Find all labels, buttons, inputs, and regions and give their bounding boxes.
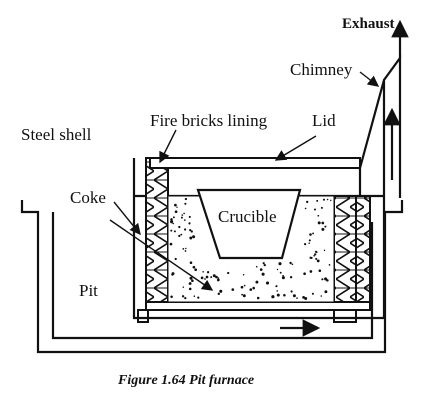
label-chimney: Chimney [290,60,353,79]
label-exhaust: Exhaust [342,16,395,32]
leader-fire-bricks [159,129,177,164]
fire-bricks-right [333,195,357,303]
base-support-right [333,309,357,323]
ground-outline [20,200,404,354]
pit-inner-outline [51,212,374,340]
coke-dots [169,197,332,300]
label-fire-bricks-lining: Fire bricks lining [150,111,268,130]
figure-caption: Figure 1.64 Pit furnace [117,373,254,388]
label-steel-shell: Steel shell [21,125,92,144]
fire-bricks-right-outer [355,195,371,303]
leader-lid [274,135,317,161]
label-crucible: Crucible [218,207,277,226]
label-coke: Coke [70,188,106,207]
leader-steel-shell [113,201,141,236]
furnace-base [145,301,371,311]
crucible-shape [196,188,302,260]
label-pit: Pit [79,281,98,300]
base-support-left [137,309,149,323]
label-lid: Lid [312,111,336,130]
leader-chimney [359,71,380,87]
lid [149,157,361,169]
fire-bricks-left [145,157,169,303]
chimney [358,54,402,198]
leader-coke [109,219,214,291]
